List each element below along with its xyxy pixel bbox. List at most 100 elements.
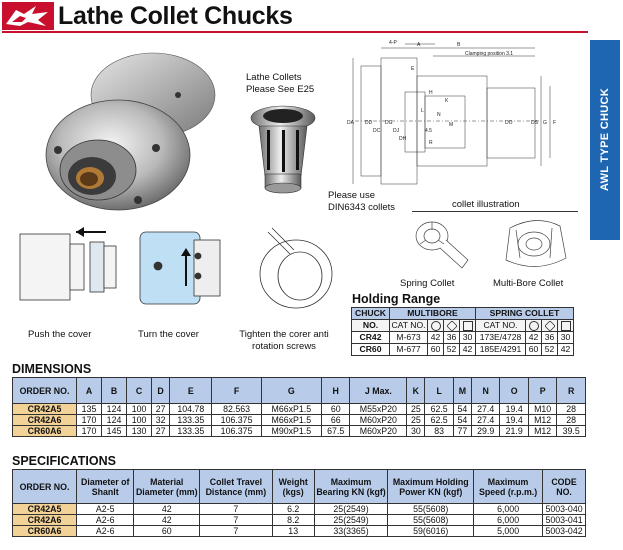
- dimensions-cell: M90xP1.5: [260, 425, 322, 437]
- dimensions-cell: 106.375: [211, 425, 262, 437]
- specifications-order-no: CR60A6: [12, 525, 77, 537]
- step-tighten-line1: Tighten the corer anti: [239, 329, 329, 340]
- dimensions-cell: 100: [126, 414, 153, 426]
- turn-cover-illustration: [139, 231, 221, 305]
- dimensions-cell: M12: [527, 425, 558, 437]
- dimensions-col-header: N: [470, 377, 501, 404]
- dimensions-col-header: H: [320, 377, 351, 404]
- dimensions-cell: 124: [101, 414, 128, 426]
- holding-sym-hex: [443, 319, 460, 332]
- holding-sym-round: [427, 319, 444, 332]
- step-tighten-screws: Tighten the corer anti rotation screws: [230, 329, 338, 353]
- dimensions-cell: 19.4: [499, 403, 529, 415]
- dim-dd-label: DD: [365, 120, 373, 126]
- dimensions-cell: 133.35: [169, 414, 213, 426]
- round-bore-icon: [430, 320, 441, 331]
- specifications-cell: A2-6: [75, 514, 135, 526]
- specifications-cell: 55(5608): [387, 514, 475, 526]
- dimensions-cell: 27.4: [470, 414, 501, 426]
- holding-sym-square-2: [557, 319, 574, 332]
- dimensions-col-header: A: [75, 377, 103, 404]
- specifications-cell: 33(3365): [313, 525, 389, 537]
- dim-ds-label: DS: [531, 120, 539, 126]
- specifications-order-no: CR42A6: [12, 514, 77, 526]
- dimensions-col-header: F: [211, 377, 262, 404]
- square-bore-icon: [560, 320, 571, 331]
- dim-do-label: DO: [505, 120, 513, 126]
- holding-cell: 173E/4728: [475, 331, 526, 344]
- din-note: Please use DIN6343 collets: [328, 190, 395, 214]
- holding-cell: 30: [557, 331, 574, 344]
- spring-collet-label: Spring Collet: [400, 278, 455, 289]
- dimensions-cell: 25: [406, 414, 426, 426]
- dim-m-label: M: [449, 122, 453, 128]
- holding-sym-hex-2: [541, 319, 558, 332]
- holding-range-grid: CHUCK MULTIBORE SPRING COLLET NO. CAT NO…: [351, 307, 574, 356]
- holding-sym-square: [459, 319, 476, 332]
- specifications-cell: 25(2549): [313, 514, 389, 526]
- dimensions-col-header: M: [452, 377, 472, 404]
- multibore-collet-drawing: [505, 220, 567, 267]
- specifications-col-header: CODE NO.: [542, 469, 586, 504]
- dimensions-order-no: CR42A6: [12, 414, 77, 426]
- tighten-screws-illustration: [259, 227, 333, 309]
- page-title: Lathe Collet Chucks: [58, 2, 293, 30]
- brand-logo: [2, 2, 54, 30]
- holding-cell: 60: [427, 343, 444, 356]
- lathe-collets-note: Lathe Collets Please See E25: [246, 72, 314, 96]
- lathe-collet-photo: [250, 105, 316, 194]
- holding-cell: 52: [541, 343, 558, 356]
- holding-cell: 42: [427, 331, 444, 344]
- dimensions-order-no: CR42A5: [12, 403, 77, 415]
- step-turn-cover: Turn the cover: [138, 329, 199, 340]
- dimensions-col-header: ORDER NO.: [12, 377, 77, 404]
- dimensions-cell: 62.5: [424, 403, 454, 415]
- specifications-cell: 7: [199, 503, 273, 515]
- holding-col-multibore: MULTIBORE: [389, 307, 476, 320]
- dim-a-label: A: [417, 42, 421, 48]
- dim-r-label: R: [429, 140, 433, 146]
- dimensions-cell: 100: [126, 403, 153, 415]
- holding-sym-round-2: [525, 319, 542, 332]
- dimensions-order-no: CR60A6: [12, 425, 77, 437]
- dimensions-col-header: R: [556, 377, 586, 404]
- holding-cell: 60: [525, 343, 542, 356]
- holding-col-chuck: CHUCK: [351, 307, 390, 320]
- specifications-col-header: Maximum Bearing KN (kgf): [313, 469, 389, 504]
- dimensions-cell: 77: [452, 425, 472, 437]
- holding-sub-no: NO.: [351, 319, 390, 332]
- dimensions-title: DIMENSIONS: [12, 362, 92, 376]
- dimensions-cell: 135: [75, 403, 103, 415]
- specifications-cell: 8.2: [271, 514, 315, 526]
- dimensions-col-header: P: [527, 377, 558, 404]
- lathe-collets-ref: Please See E25: [246, 84, 315, 95]
- chuck-photo: [45, 52, 216, 211]
- dimensions-col-header: L: [424, 377, 454, 404]
- specifications-order-no: CR42A5: [12, 503, 77, 515]
- holding-cell: 42: [557, 343, 574, 356]
- dimensions-cell: M66xP1.5: [260, 403, 322, 415]
- holding-cell: 52: [443, 343, 460, 356]
- holding-sub-catno: CAT NO.: [389, 319, 428, 332]
- specifications-cell: 5003-042: [542, 525, 586, 537]
- specifications-cell: 55(5608): [387, 503, 475, 515]
- illustration-rule: [412, 211, 578, 212]
- dimensions-cell: 106.375: [211, 414, 262, 426]
- clamp-position-label: Clamping position 3.1: [465, 51, 513, 57]
- dimensions-cell: 145: [101, 425, 128, 437]
- specifications-title: SPECIFICATIONS: [12, 454, 116, 468]
- holding-chuck-no: CR60: [351, 343, 390, 356]
- dimensions-cell: 130: [126, 425, 153, 437]
- dim-dg-label: DG: [385, 120, 393, 126]
